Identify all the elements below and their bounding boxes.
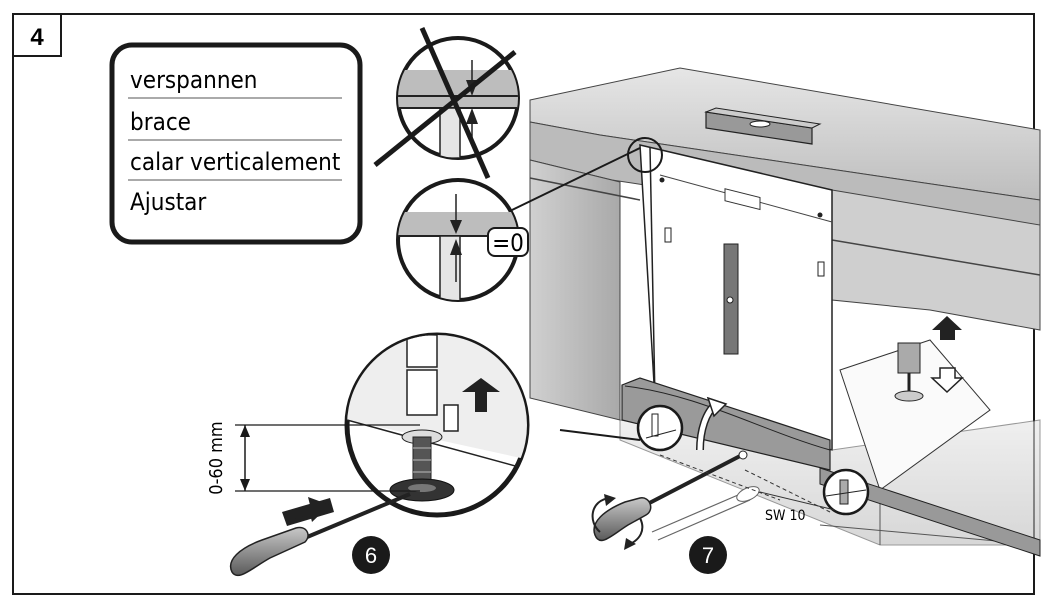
step-number-box	[12, 13, 62, 57]
legend-item-brace: brace	[130, 108, 191, 136]
arrow-up-icon	[932, 316, 962, 340]
detail-correct: =0	[396, 137, 663, 302]
legend-item-ajustar: Ajustar	[130, 188, 206, 216]
substep-badge-7: 7	[689, 536, 727, 574]
legend-box: verspannen brace calar verticalement Aju…	[109, 42, 363, 245]
substep-badge-6: 6	[352, 536, 390, 574]
legend-item-calar: calar verticalement	[130, 148, 340, 176]
substep-number-6: 6	[365, 543, 377, 568]
detail-plinth-right	[822, 468, 870, 516]
height-range-label: 0-60 mm	[206, 421, 227, 494]
substep-number-7: 7	[702, 543, 714, 568]
step-number: 4	[30, 24, 44, 51]
legend-item-verspannen: verspannen	[130, 66, 257, 94]
wrench-size-label: SW 10	[765, 508, 805, 524]
gap-equals-zero: =0	[492, 229, 524, 257]
wrench-size-dimension: SW 10	[659, 454, 836, 524]
arrow-down-icon	[930, 367, 964, 394]
kitchen-cabinet	[529, 67, 1041, 557]
height-dimension: 0-60 mm	[206, 421, 420, 495]
push-arrow-icon	[285, 497, 330, 522]
arrow-up-bold-icon	[462, 378, 500, 412]
detail-wrong	[373, 26, 520, 180]
detail-plinth-left	[636, 396, 728, 452]
screwdriver-right	[591, 450, 760, 550]
